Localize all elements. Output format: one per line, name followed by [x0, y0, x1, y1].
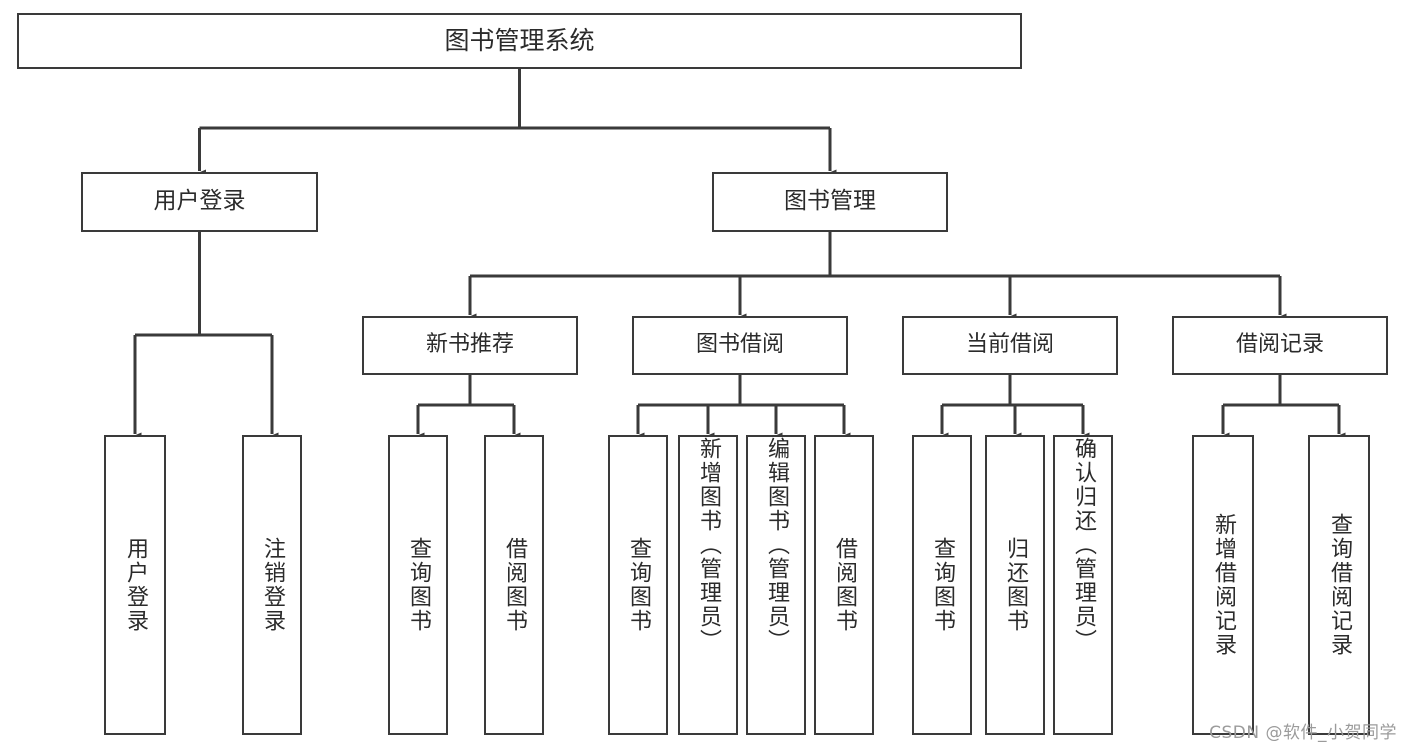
node-label-leaf-query-book-2: 查询图书: [626, 537, 651, 633]
node-leaf-logout[interactable]: 注销登录: [242, 435, 302, 735]
node-label-leaf-return-book: 归还图书: [1003, 537, 1028, 633]
node-label-book-borrow: 图书借阅: [695, 332, 784, 358]
watermark-text: CSDN @软件_小贺同学: [1209, 723, 1397, 743]
node-leaf-query-book-1[interactable]: 查询图书: [388, 435, 448, 735]
node-label-leaf-query-book-3: 查询图书: [930, 537, 955, 633]
node-leaf-user-login[interactable]: 用户登录: [104, 435, 166, 735]
node-leaf-edit-book-admin[interactable]: 编辑图书（管理员）: [746, 435, 806, 735]
node-leaf-query-book-3[interactable]: 查询图书: [912, 435, 972, 735]
node-label-borrow-record: 借阅记录: [1235, 332, 1324, 358]
node-leaf-confirm-return-admin[interactable]: 确认归还（管理员）: [1053, 435, 1113, 735]
node-label-new-book-rec: 新书推荐: [425, 332, 514, 358]
node-leaf-return-book[interactable]: 归还图书: [985, 435, 1045, 735]
node-label-user-login: 用户登录: [153, 188, 246, 215]
node-label-leaf-user-login: 用户登录: [123, 537, 148, 633]
node-user-login[interactable]: 用户登录: [81, 172, 318, 232]
node-leaf-borrow-book-1[interactable]: 借阅图书: [484, 435, 544, 735]
node-label-leaf-add-book-admin: 新增图书（管理员）: [696, 437, 721, 653]
node-leaf-borrow-book-2[interactable]: 借阅图书: [814, 435, 874, 735]
node-label-leaf-query-book-1: 查询图书: [406, 537, 431, 633]
node-label-root: 图书管理系统: [444, 26, 595, 55]
node-label-leaf-query-borrow-record: 查询借阅记录: [1327, 513, 1352, 657]
node-label-book-manage: 图书管理: [784, 188, 876, 215]
node-label-leaf-confirm-return-admin: 确认归还（管理员）: [1071, 437, 1096, 653]
node-label-leaf-edit-book-admin: 编辑图书（管理员）: [764, 437, 789, 653]
node-leaf-add-book-admin[interactable]: 新增图书（管理员）: [678, 435, 738, 735]
node-root[interactable]: 图书管理系统: [17, 13, 1022, 69]
node-new-book-rec[interactable]: 新书推荐: [362, 316, 578, 375]
node-leaf-query-borrow-record[interactable]: 查询借阅记录: [1308, 435, 1370, 735]
node-leaf-add-borrow-record[interactable]: 新增借阅记录: [1192, 435, 1254, 735]
node-book-borrow[interactable]: 图书借阅: [632, 316, 848, 375]
node-label-leaf-borrow-book-1: 借阅图书: [502, 537, 527, 633]
node-label-leaf-borrow-book-2: 借阅图书: [832, 537, 857, 633]
node-label-leaf-add-borrow-record: 新增借阅记录: [1211, 513, 1236, 657]
node-borrow-record[interactable]: 借阅记录: [1172, 316, 1388, 375]
node-label-leaf-logout: 注销登录: [260, 537, 285, 633]
node-leaf-query-book-2[interactable]: 查询图书: [608, 435, 668, 735]
node-book-manage[interactable]: 图书管理: [712, 172, 948, 232]
node-current-borrow[interactable]: 当前借阅: [902, 316, 1118, 375]
node-label-current-borrow: 当前借阅: [965, 332, 1054, 358]
